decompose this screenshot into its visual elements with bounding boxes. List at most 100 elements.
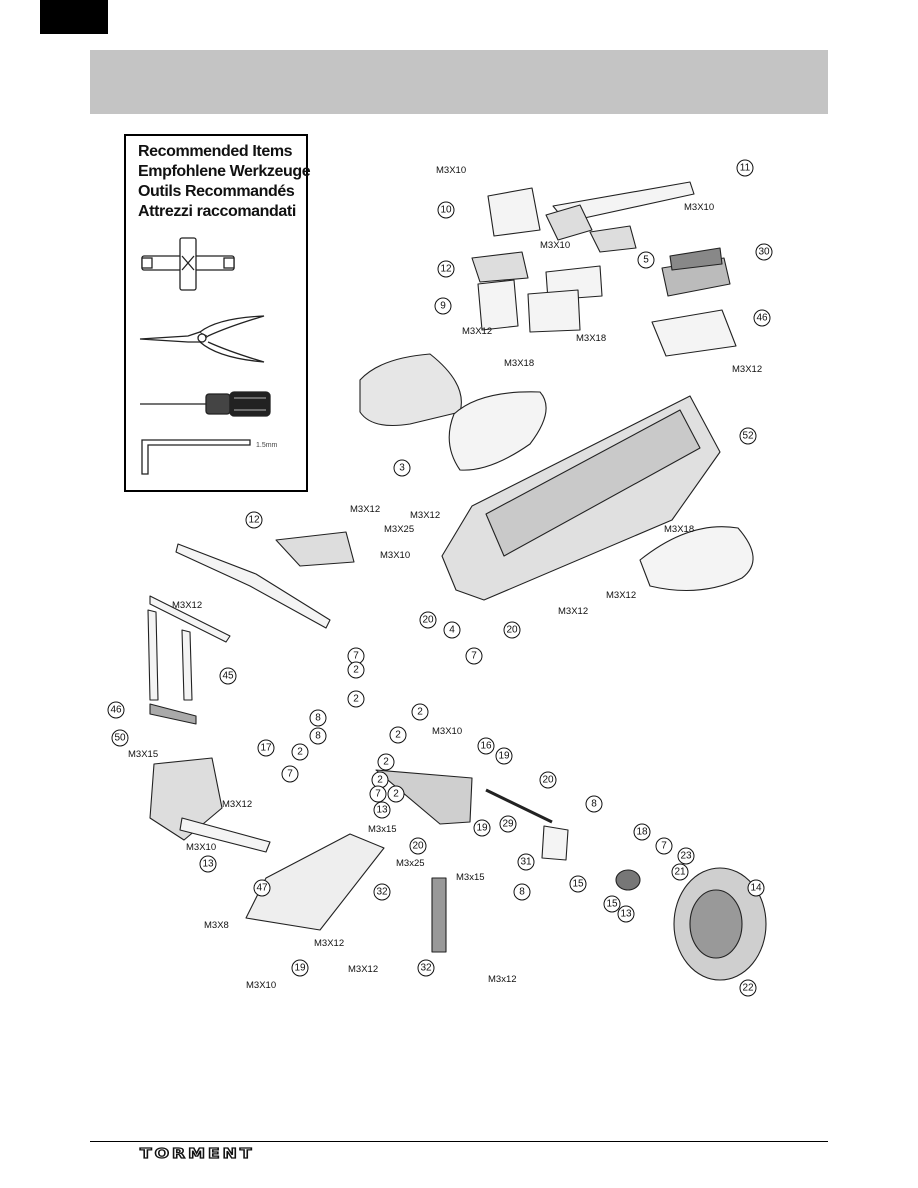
callout-20b: 20 — [503, 621, 521, 639]
title-fr: Outils Recommandés — [138, 183, 295, 200]
callout-20c: 20 — [539, 771, 557, 789]
rear-bumper — [175, 543, 331, 629]
page-tab — [40, 0, 108, 34]
suspension-arm — [375, 769, 473, 825]
title-it: Attrezzi raccomandati — [138, 203, 296, 220]
callout-12a: 12 — [437, 260, 455, 278]
callout-number: 19 — [476, 823, 488, 834]
callout-32b: 32 — [417, 959, 435, 977]
callout-7d: 7 — [369, 785, 387, 803]
callout-number: 18 — [636, 827, 648, 838]
title-de: Empfohlene Werkzeuge — [138, 163, 311, 180]
callout-number: 32 — [420, 963, 432, 974]
cross-wrench-icon — [141, 237, 235, 291]
hex-wrench-icon — [141, 439, 251, 475]
callout-number: 9 — [440, 301, 446, 312]
callout-number: 21 — [674, 867, 686, 878]
screw-label-s25: M3X12 — [348, 964, 378, 975]
screw-label-s13: M3X12 — [558, 606, 588, 617]
callout-number: 8 — [315, 713, 321, 724]
callout-21: 21 — [671, 863, 689, 881]
title-en: Recommended Items — [138, 143, 293, 160]
body-post-front — [147, 609, 159, 701]
callout-2c: 2 — [411, 703, 429, 721]
callout-20a: 20 — [419, 611, 437, 629]
callout-number: 7 — [287, 769, 293, 780]
callout-number: 23 — [680, 851, 692, 862]
strap-clip — [545, 204, 593, 241]
screw-label-s24: M3X12 — [314, 938, 344, 949]
callout-number: 30 — [758, 247, 770, 258]
front-bumper-guard — [359, 353, 462, 427]
callout-number: 2 — [377, 775, 383, 786]
receiver — [477, 279, 519, 331]
callout-number: 20 — [412, 841, 424, 852]
callout-number: 12 — [248, 515, 260, 526]
recommended-items-box: Recommended Items Empfohlene Werkzeuge O… — [124, 134, 311, 492]
callout-number: 8 — [519, 887, 525, 898]
callout-8b: 8 — [309, 727, 327, 745]
screw-label-s15: M3X12 — [172, 600, 202, 611]
callout-number: 7 — [375, 789, 381, 800]
rear-body-mount — [149, 703, 197, 725]
callout-3: 3 — [393, 459, 411, 477]
callout-4: 4 — [443, 621, 461, 639]
recommended-items-titles: Recommended Items Empfohlene Werkzeuge O… — [138, 142, 311, 222]
screw-label-s21: M3x15 — [456, 872, 485, 883]
callout-22: 22 — [739, 979, 757, 997]
callout-number: 14 — [750, 883, 762, 894]
callout-29: 29 — [499, 815, 517, 833]
callout-18: 18 — [633, 823, 651, 841]
screw-label-s1: M3X10 — [436, 165, 466, 176]
callout-number: 50 — [114, 733, 126, 744]
footer-rule — [90, 1141, 828, 1142]
callout-number: 2 — [353, 665, 359, 676]
callout-19a: 19 — [495, 747, 513, 765]
callout-5: 5 — [637, 251, 655, 269]
screw-label-s18: M3X12 — [222, 799, 252, 810]
callout-20d: 20 — [409, 837, 427, 855]
callout-2a: 2 — [347, 661, 365, 679]
callout-50: 50 — [111, 729, 129, 747]
callout-2b: 2 — [347, 690, 365, 708]
callout-number: 2 — [393, 789, 399, 800]
callout-2g: 2 — [371, 771, 389, 789]
screw-label-s9: M3X12 — [410, 510, 440, 521]
callout-number: 2 — [383, 757, 389, 768]
callout-46b: 46 — [107, 701, 125, 719]
callout-12b: 12 — [245, 511, 263, 529]
callout-number: 19 — [498, 751, 510, 762]
callout-number: 7 — [471, 651, 477, 662]
callout-number: 13 — [376, 805, 388, 816]
screw-label-s20: M3x15 — [368, 824, 397, 835]
esc-plate — [651, 309, 737, 357]
screw-label-s27: M3x12 — [488, 974, 517, 985]
callout-46a: 46 — [753, 309, 771, 327]
screw-label-s5: M3X18 — [576, 333, 606, 344]
callout-17: 17 — [257, 739, 275, 757]
servo — [487, 187, 541, 237]
screw-label-s7: M3X12 — [732, 364, 762, 375]
steering-block — [541, 825, 569, 861]
callout-number: 31 — [520, 857, 532, 868]
callout-number: 3 — [399, 463, 405, 474]
shock-absorber — [431, 877, 447, 953]
screw-label-s8: M3X12 — [350, 504, 380, 515]
callout-10: 10 — [437, 201, 455, 219]
side-guard-right — [639, 526, 754, 592]
screw-label-s23: M3X8 — [204, 920, 229, 931]
callout-number: 46 — [110, 705, 122, 716]
callout-number: 46 — [756, 313, 768, 324]
side-guard-left — [448, 391, 547, 471]
callout-2d: 2 — [389, 726, 407, 744]
callout-number: 2 — [297, 747, 303, 758]
callout-23: 23 — [677, 847, 695, 865]
callout-7c: 7 — [281, 765, 299, 783]
callout-30: 30 — [755, 243, 773, 261]
screw-label-s2: M3X10 — [540, 240, 570, 251]
callout-number: 15 — [572, 879, 584, 890]
callout-9: 9 — [434, 297, 452, 315]
pliers-icon — [139, 315, 265, 363]
